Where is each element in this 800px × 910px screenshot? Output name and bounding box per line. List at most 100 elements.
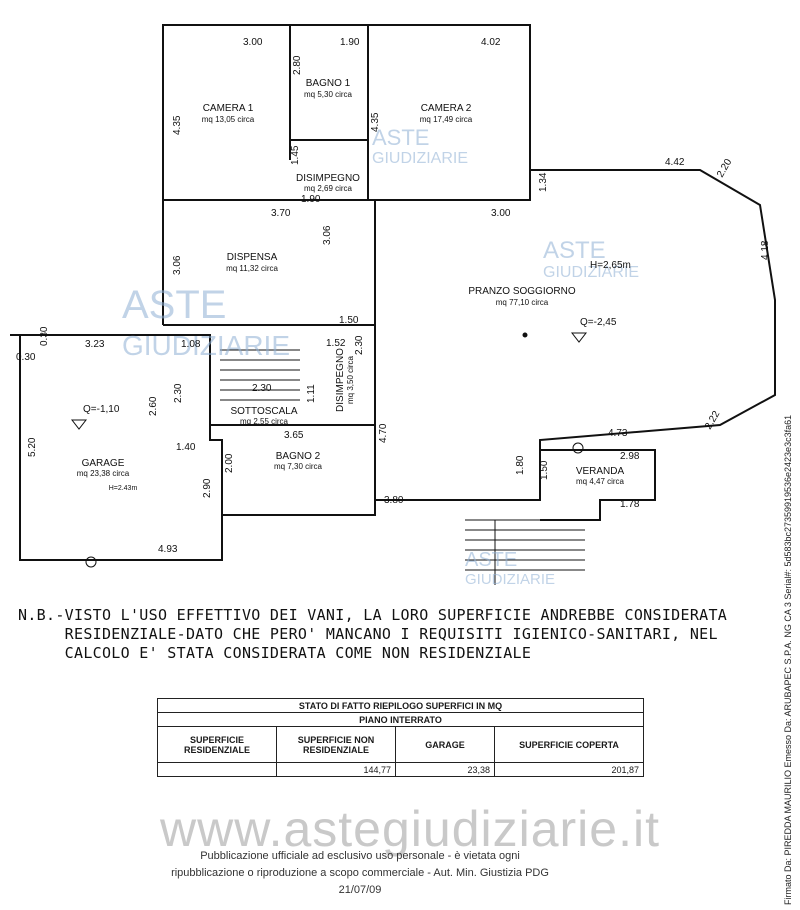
dim-230a: 2.30 xyxy=(252,383,272,394)
wall-bagno2 xyxy=(222,424,376,516)
dim-323: 3.23 xyxy=(85,339,105,350)
dim-111: 1.11 xyxy=(306,384,317,403)
dim-145: 1.45 xyxy=(290,145,301,165)
level-marker-pranzo-icon xyxy=(570,332,588,343)
dim-190a: 1.90 xyxy=(340,37,360,48)
note-nb: N.B.-VISTO L'USO EFFETTIVO DEI VANI, LA … xyxy=(18,606,778,663)
wall-pranzo-outer xyxy=(375,169,776,501)
note-line-3: CALCOLO E' STATA CONSIDERATA COME NON RE… xyxy=(18,644,532,662)
dim-380: 3.80 xyxy=(384,495,404,506)
dim-470: 4.70 xyxy=(378,423,389,443)
dim-140: 1.40 xyxy=(176,442,196,453)
label-sottoscala: SOTTOSCALA xyxy=(230,406,297,417)
dim-152: 1.52 xyxy=(326,338,346,349)
dim-493: 4.93 xyxy=(158,544,178,555)
dim-300: 3.00 xyxy=(243,37,263,48)
dim-280: 2.80 xyxy=(292,55,303,75)
label-garage-area: mq 23,38 circa xyxy=(77,469,130,478)
note-line-1: N.B.-VISTO L'USO EFFETTIVO DEI VANI, LA … xyxy=(18,606,728,624)
label-bagno1: BAGNO 1 xyxy=(306,78,351,89)
dim-365: 3.65 xyxy=(284,430,304,441)
label-veranda: VERANDA xyxy=(576,466,625,477)
label-bagno2-area: mq 7,30 circa xyxy=(274,462,323,471)
footer-line-2: ripubblicazione o riproduzione a scopo c… xyxy=(171,867,549,896)
dim-442: 4.42 xyxy=(665,157,685,168)
label-sottoscala-area: mq 2,55 circa xyxy=(240,417,289,426)
dim-030b: 0.30 xyxy=(16,352,36,363)
summary-header-garage: GARAGE xyxy=(395,726,495,763)
label-camera1: CAMERA 1 xyxy=(203,103,254,114)
level-garage: Q=-1,10 xyxy=(83,404,120,415)
dim-370: 3.70 xyxy=(271,208,291,219)
label-dispensa: DISPENSA xyxy=(227,252,278,263)
label-bagno1-area: mq 5,30 circa xyxy=(304,90,353,99)
note-line-2: RESIDENZIALE-DATO CHE PERO' MANCANO I RE… xyxy=(18,625,718,643)
summary-header-residenziale: SUPERFICIE RESIDENZIALE xyxy=(157,726,277,763)
dim-306b: 3.06 xyxy=(322,225,333,245)
door-marker-veranda-icon xyxy=(572,442,584,454)
label-garage: GARAGE xyxy=(82,458,125,469)
dim-520: 5.20 xyxy=(27,437,38,457)
dim-473: 4.73 xyxy=(608,428,628,439)
level-marker-garage-icon xyxy=(70,419,88,430)
column-icon xyxy=(522,332,528,338)
dim-190b: 1.90 xyxy=(301,194,321,205)
watermark-aste-2: ASTE xyxy=(543,237,606,264)
wall-veranda xyxy=(540,449,656,521)
floor-plan: ASTE GIUDIZIARIE ASTE GIUDIZIARIE ASTE G… xyxy=(10,24,776,588)
dim-306a: 3.06 xyxy=(172,255,183,275)
summary-table: STATO DI FATTO RIEPILOGO SUPERFICI IN MQ… xyxy=(157,698,644,777)
label-pranzo-area: mq 77,10 circa xyxy=(496,298,549,307)
watermark-site: www.astegiudiziarie.it xyxy=(160,801,660,857)
level-pranzo: Q=-2,45 xyxy=(580,317,617,328)
signature-sidebar: Firmato Da: PIREDDA MAURILIO Emesso Da: … xyxy=(783,414,793,905)
summary-value-garage: 23,38 xyxy=(395,762,495,777)
dim-230c: 2.30 xyxy=(173,383,184,403)
watermark-aste-4: ASTE xyxy=(465,549,517,571)
summary-value-residenziale xyxy=(157,762,277,777)
dim-108: 1.08 xyxy=(181,339,201,350)
dim-260: 2.60 xyxy=(148,396,159,416)
summary-value-non-residenziale: 144,77 xyxy=(276,762,396,777)
level-pranzo-height: H=2,65m xyxy=(590,260,631,271)
watermark-giudiziarie-2: GIUDIZIARIE xyxy=(543,264,639,281)
door-marker-garage-icon xyxy=(85,556,97,568)
summary-title: STATO DI FATTO RIEPILOGO SUPERFICI IN MQ xyxy=(157,698,644,713)
watermark-aste-1: ASTE xyxy=(372,125,429,150)
dim-300b: 3.00 xyxy=(491,208,511,219)
label-camera1-area: mq 13,05 circa xyxy=(202,115,255,124)
summary-header-non-residenziale: SUPERFICIE NON RESIDENZIALE xyxy=(276,726,396,763)
label-pranzo: PRANZO SOGGIORNO xyxy=(468,286,575,297)
footer-notice: Pubblicazione ufficiale ad esclusivo uso… xyxy=(150,848,570,899)
dim-290: 2.90 xyxy=(202,478,213,498)
watermark-giudiziarie-1: GIUDIZIARIE xyxy=(372,150,468,167)
summary-header-coperta: SUPERFICIE COPERTA xyxy=(494,726,644,763)
dim-222: 2.22 xyxy=(703,409,722,432)
watermark-giudiziarie-4: GIUDIZIARIE xyxy=(465,571,555,588)
stairs-interior xyxy=(220,349,300,401)
dim-134: 1.34 xyxy=(538,172,549,192)
dim-402: 4.02 xyxy=(481,37,501,48)
label-disimpegno1-area: mq 2,69 circa xyxy=(304,184,353,193)
watermark-aste-3: ASTE xyxy=(122,283,226,327)
dim-298: 2.98 xyxy=(620,451,640,462)
label-bagno2: BAGNO 2 xyxy=(276,451,321,462)
summary-value-coperta: 201,87 xyxy=(494,762,644,777)
dim-200: 2.00 xyxy=(224,453,235,473)
dim-220: 2.20 xyxy=(715,157,734,180)
dim-150: 1.50 xyxy=(339,315,359,326)
label-veranda-area: mq 4,47 circa xyxy=(576,477,625,486)
label-disimpegno2-area: mq 3,50 circa xyxy=(346,355,355,404)
watermark-giudiziarie-3: GIUDIZIARIE xyxy=(122,330,290,361)
label-disimpegno1: DISIMPEGNO xyxy=(296,173,360,184)
dim-030a: 0.30 xyxy=(39,326,50,346)
footer-line-1: Pubblicazione ufficiale ad esclusivo uso… xyxy=(200,850,520,862)
dim-435b: 4.35 xyxy=(370,112,381,132)
label-dispensa-area: mq 11,32 circa xyxy=(226,264,278,273)
dim-418: 4.18 xyxy=(760,240,771,260)
stairs-exterior xyxy=(465,519,585,585)
label-camera2: CAMERA 2 xyxy=(421,103,472,114)
summary-subtitle: PIANO INTERRATO xyxy=(157,712,644,727)
dim-150b: 1.50 xyxy=(539,460,550,480)
dim-435a: 4.35 xyxy=(172,115,183,135)
